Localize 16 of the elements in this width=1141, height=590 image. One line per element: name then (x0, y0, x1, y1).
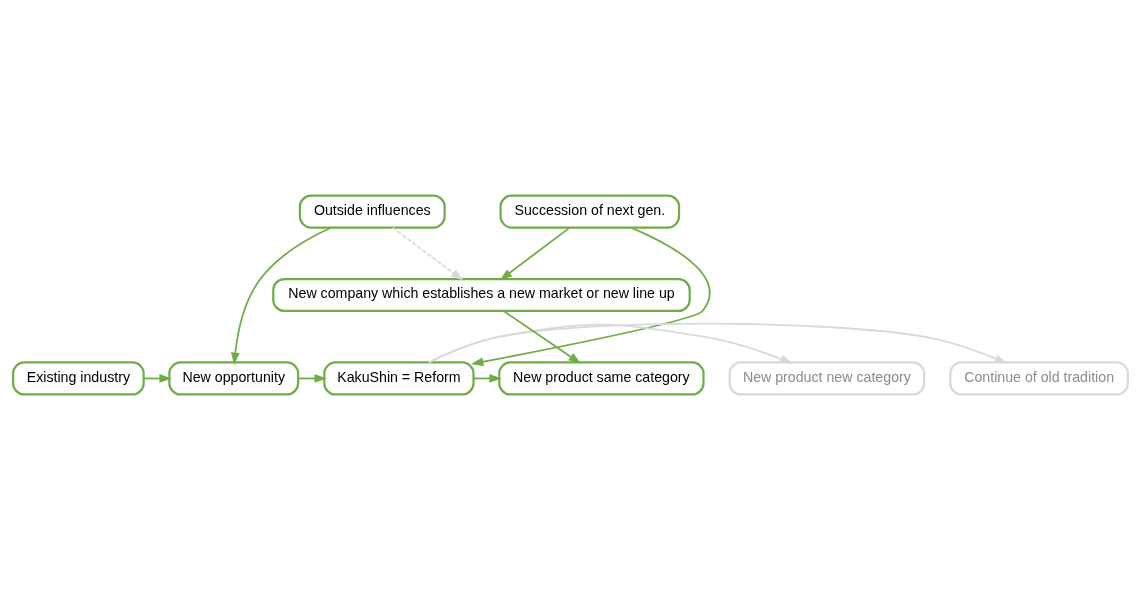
node-box: KakuShin = Reform (323, 361, 475, 396)
arrow (391, 226, 464, 281)
arrow (499, 226, 571, 281)
node-box: Existing industry (12, 361, 145, 396)
arrow (470, 226, 711, 367)
node-box: New company which establishes a new market or new line up (272, 277, 691, 313)
arrow (427, 322, 1008, 364)
node-box: New opportunity (168, 361, 300, 396)
arrow (502, 310, 582, 364)
node-box: Continue of old tradition (949, 361, 1129, 396)
node-box: New product same category (498, 361, 705, 396)
arrow (427, 323, 793, 364)
node-box: Outside influences (298, 194, 446, 229)
node-box: Succession of next gen. (499, 194, 681, 229)
node-box: New product new category (728, 361, 926, 396)
arrow (230, 226, 333, 366)
